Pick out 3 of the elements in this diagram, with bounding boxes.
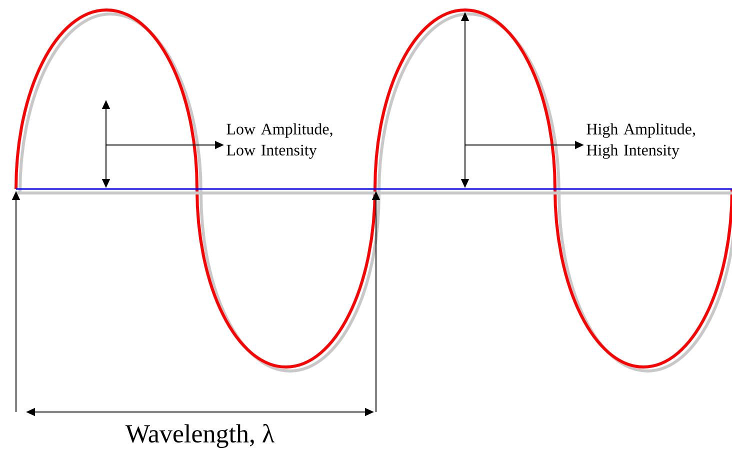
text-label: Low Amplitude, Low Intensity	[226, 123, 332, 159]
text-label: High Amplitude, High Intensity	[586, 123, 695, 159]
dimension-label: Wavelength, λ	[125, 424, 274, 448]
